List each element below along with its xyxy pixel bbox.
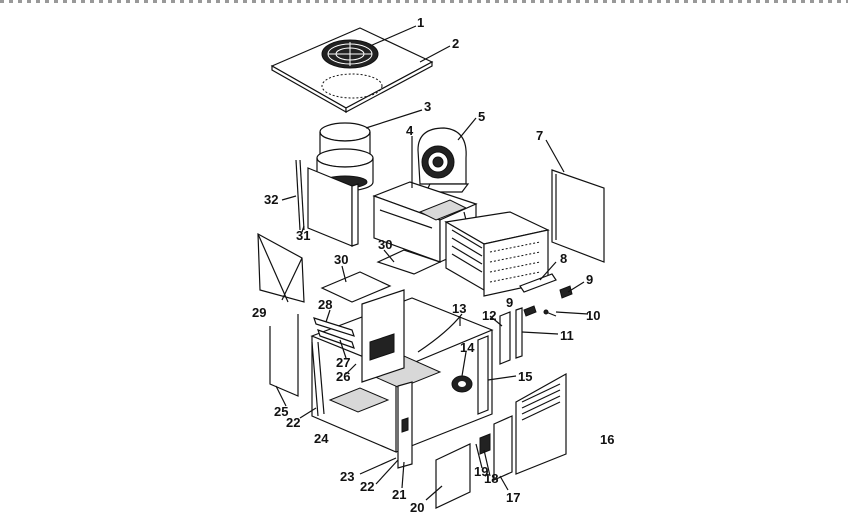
side-panel-25 (269, 314, 299, 397)
callout-8: 8 (560, 251, 567, 266)
callout-30-upper: 30 (378, 237, 392, 252)
callout-14: 14 (460, 340, 475, 355)
callout-16: 16 (600, 432, 614, 447)
front-panel-20 (435, 443, 471, 509)
fan-grille (321, 39, 379, 69)
partition-panel (361, 289, 405, 383)
callout-23: 23 (340, 469, 354, 484)
control-14 (451, 375, 473, 393)
callout-9-right: 9 (586, 272, 593, 287)
callout-24: 24 (314, 431, 329, 446)
callout-labels: 1 2 3 4 5 7 8 9 9 10 11 12 13 14 15 16 1… (252, 15, 614, 515)
callout-30-lower: 30 (334, 252, 348, 267)
callout-32: 32 (264, 192, 278, 207)
heat-exchanger (444, 211, 550, 297)
callout-5: 5 (478, 109, 485, 124)
callout-12: 12 (482, 308, 496, 323)
callout-28: 28 (318, 297, 332, 312)
door-17 (493, 415, 513, 481)
callout-22-left: 22 (286, 415, 300, 430)
filter-frame-29 (257, 232, 305, 303)
callout-15: 15 (518, 369, 532, 384)
screw-10 (543, 309, 557, 317)
top-panel-opening (321, 73, 383, 99)
callout-26: 26 (336, 369, 350, 384)
callout-4: 4 (406, 123, 414, 138)
clip-9 (523, 285, 573, 317)
callout-22-bottom: 22 (360, 479, 374, 494)
channel-15 (477, 335, 489, 415)
callout-19: 19 (474, 464, 488, 479)
callout-10: 10 (586, 308, 600, 323)
leader-lines (275, 25, 589, 501)
callout-21: 21 (392, 487, 406, 502)
strip-32 (295, 159, 305, 231)
strip-11 (515, 307, 523, 359)
rail-28-27 (313, 317, 355, 349)
scan-edge-artifact (0, 0, 848, 3)
callout-13: 13 (452, 301, 466, 316)
divider-bracket-21 (397, 381, 413, 469)
callout-18: 18 (484, 471, 498, 486)
latch-18 (479, 433, 491, 455)
callout-31: 31 (296, 228, 310, 243)
duct-panel-30-upper (376, 249, 442, 275)
callout-25: 25 (274, 404, 288, 419)
callout-27: 27 (336, 355, 350, 370)
callout-29: 29 (252, 305, 266, 320)
side-panel-31 (307, 167, 359, 247)
callout-11: 11 (560, 328, 574, 343)
blower-assembly (417, 127, 470, 193)
callout-9-left: 9 (506, 295, 513, 310)
callout-20: 20 (410, 500, 424, 515)
callout-2: 2 (452, 36, 459, 51)
strip-12 (499, 311, 511, 365)
duct-panel-30-lower (320, 271, 392, 303)
louvered-door-16 (515, 372, 567, 475)
callout-17: 17 (506, 490, 520, 505)
callout-3: 3 (424, 99, 431, 114)
callout-7: 7 (536, 128, 543, 143)
callout-1: 1 (417, 15, 424, 30)
access-panel-7 (551, 169, 605, 263)
corner-post-22 (311, 341, 325, 417)
